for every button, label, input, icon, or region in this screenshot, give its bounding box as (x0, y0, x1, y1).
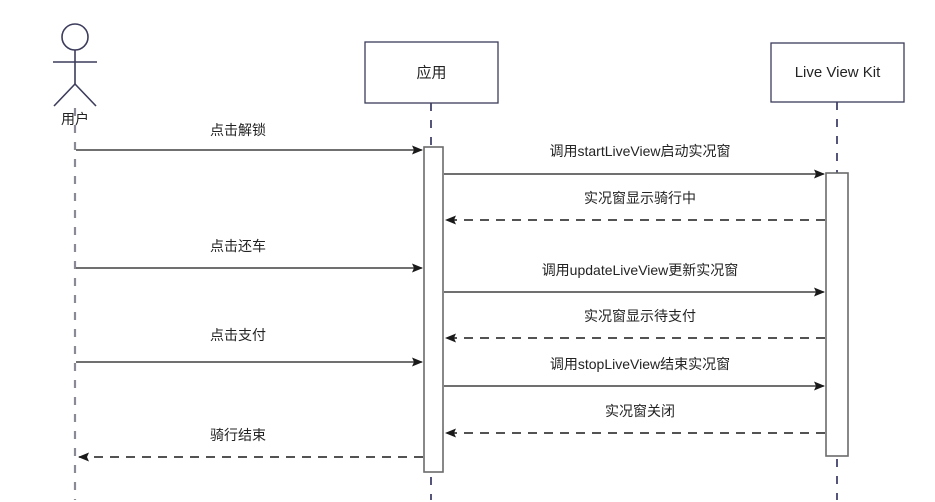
message-7-label: 点击支付 (210, 327, 266, 343)
message-5-label: 调用updateLiveView更新实况窗 (542, 262, 739, 278)
message-2-label: 调用startLiveView启动实况窗 (549, 143, 730, 159)
participant-liveviewkit-box (770, 42, 905, 103)
message-10-label: 骑行结束 (210, 427, 266, 443)
activation-bar-app (423, 146, 444, 473)
actor-leg-left-icon (53, 83, 76, 107)
participant-app-box (364, 41, 499, 104)
message-4-label: 点击还车 (210, 238, 266, 254)
message-6-label: 实况窗显示待支付 (584, 308, 696, 324)
message-6[interactable]: 实况窗显示待支付 (445, 308, 825, 343)
message-1[interactable]: 点击解锁 (76, 122, 423, 155)
message-9[interactable]: 实况窗关闭 (445, 403, 825, 438)
actor-user-label: 用户 (61, 111, 89, 127)
actor-user[interactable] (53, 23, 97, 107)
message-8-label: 调用stopLiveView结束实况窗 (550, 356, 730, 372)
participant-liveviewkit[interactable]: Live View Kit (770, 42, 905, 103)
message-9-label: 实况窗关闭 (605, 403, 675, 419)
message-10[interactable]: 骑行结束 (78, 427, 423, 462)
message-5[interactable]: 调用updateLiveView更新实况窗 (444, 262, 825, 297)
activation-bar-liveviewkit (825, 172, 849, 457)
participant-liveviewkit-label: Live View Kit (795, 64, 881, 81)
message-3-label: 实况窗显示骑行中 (584, 190, 696, 206)
message-3[interactable]: 实况窗显示骑行中 (445, 190, 825, 225)
message-8[interactable]: 调用stopLiveView结束实况窗 (444, 356, 825, 391)
lifelines (73, 102, 838, 500)
message-1-label: 点击解锁 (210, 122, 266, 138)
message-7[interactable]: 点击支付 (76, 327, 423, 367)
participant-app-label: 应用 (416, 63, 446, 81)
message-2[interactable]: 调用startLiveView启动实况窗 (444, 143, 825, 179)
actor-head-icon (61, 23, 89, 51)
message-4[interactable]: 点击还车 (76, 238, 423, 273)
actor-leg-right-icon (74, 83, 97, 107)
participant-app[interactable]: 应用 (364, 41, 499, 104)
